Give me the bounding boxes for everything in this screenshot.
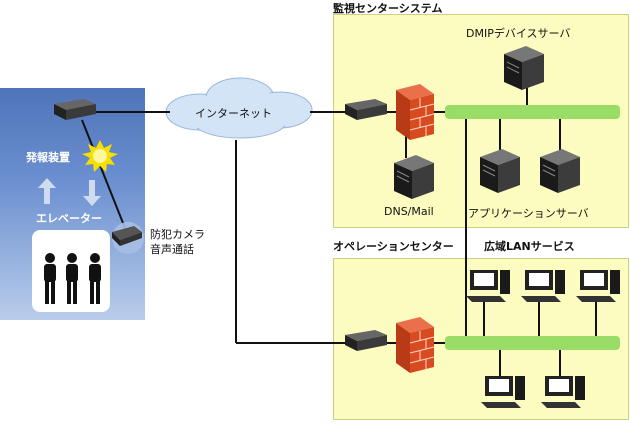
server-icon <box>540 149 580 193</box>
elevator-label: エレベーター <box>36 212 102 225</box>
intercom-label: 音声通話 <box>150 243 194 256</box>
router-icon <box>54 99 96 120</box>
server-icon <box>480 149 520 193</box>
monitoring-center-panel <box>333 14 629 228</box>
down-arrow-icon <box>83 180 101 206</box>
firewall-icon <box>396 84 435 140</box>
wan-service-label: 広域LANサービス <box>484 240 575 253</box>
security-camera-icon <box>112 222 144 254</box>
app-server-label: アプリケーションサーバ <box>468 207 589 220</box>
camera-label: 防犯カメラ <box>150 228 205 241</box>
up-arrow-icon <box>38 178 56 204</box>
people-icon <box>44 253 101 304</box>
pc-icon <box>521 270 565 302</box>
server-icon <box>504 46 544 90</box>
alarm-burst-icon <box>82 140 118 172</box>
pc-icon <box>541 376 585 408</box>
pc-icon <box>481 376 525 408</box>
dmip-server-label: DMIPデバイスサーバ <box>466 27 571 40</box>
firewall-icon <box>396 317 435 373</box>
pc-icon <box>576 270 620 302</box>
server-icon <box>394 155 434 199</box>
pc-icon <box>466 270 510 302</box>
internet-label: インターネット <box>195 107 272 120</box>
dns-mail-label: DNS/Mail <box>384 205 434 218</box>
alarm-device-label: 発報装置 <box>26 151 70 164</box>
internet-cloud-icon <box>165 77 313 139</box>
operation-lan-bar <box>445 336 620 350</box>
monitoring-center-title: 監視センターシステム <box>333 2 443 15</box>
router-icon <box>345 330 387 351</box>
router-icon <box>345 99 387 120</box>
operation-center-title: オペレーションセンター <box>333 240 454 253</box>
monitoring-lan-bar <box>445 105 620 119</box>
